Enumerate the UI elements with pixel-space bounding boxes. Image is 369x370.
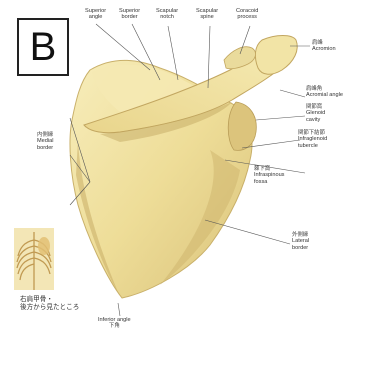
label-superior-angle: Superior angle	[85, 8, 106, 21]
label-acromial-angle: 肩峰角 Acromial angle	[306, 86, 343, 99]
label-inferior-angle: Inferior angle 下角	[98, 317, 131, 330]
glenoid-region	[228, 102, 256, 150]
label-glenoid-cavity: 関節窩 Glenoid cavity	[306, 104, 325, 123]
label-superior-border: Superior border	[119, 8, 140, 21]
inset-skeleton	[14, 228, 54, 290]
acromion	[255, 36, 297, 75]
panel-letter-box: B	[17, 18, 69, 76]
label-infraglenoid-tubercle: 関節下結節 Infraglenoid tubercle	[298, 130, 327, 149]
label-medial-border: 内側縁 Medial border	[37, 132, 53, 151]
label-lateral-border: 外側縁 Lateral border	[292, 232, 309, 251]
label-infraspinous-fossa: 棘下窩 Infraspinous fossa	[254, 166, 284, 185]
panel-letter: B	[30, 27, 57, 67]
label-acromion: 肩峰 Acromion	[312, 40, 336, 53]
label-scapular-notch: Scapular notch	[156, 8, 178, 21]
label-coracoid-process: Coracoid process	[236, 8, 258, 21]
label-scapular-spine: Scapular spine	[196, 8, 218, 21]
figure-caption: 右肩甲骨・ 後方から見たところ	[20, 296, 79, 312]
